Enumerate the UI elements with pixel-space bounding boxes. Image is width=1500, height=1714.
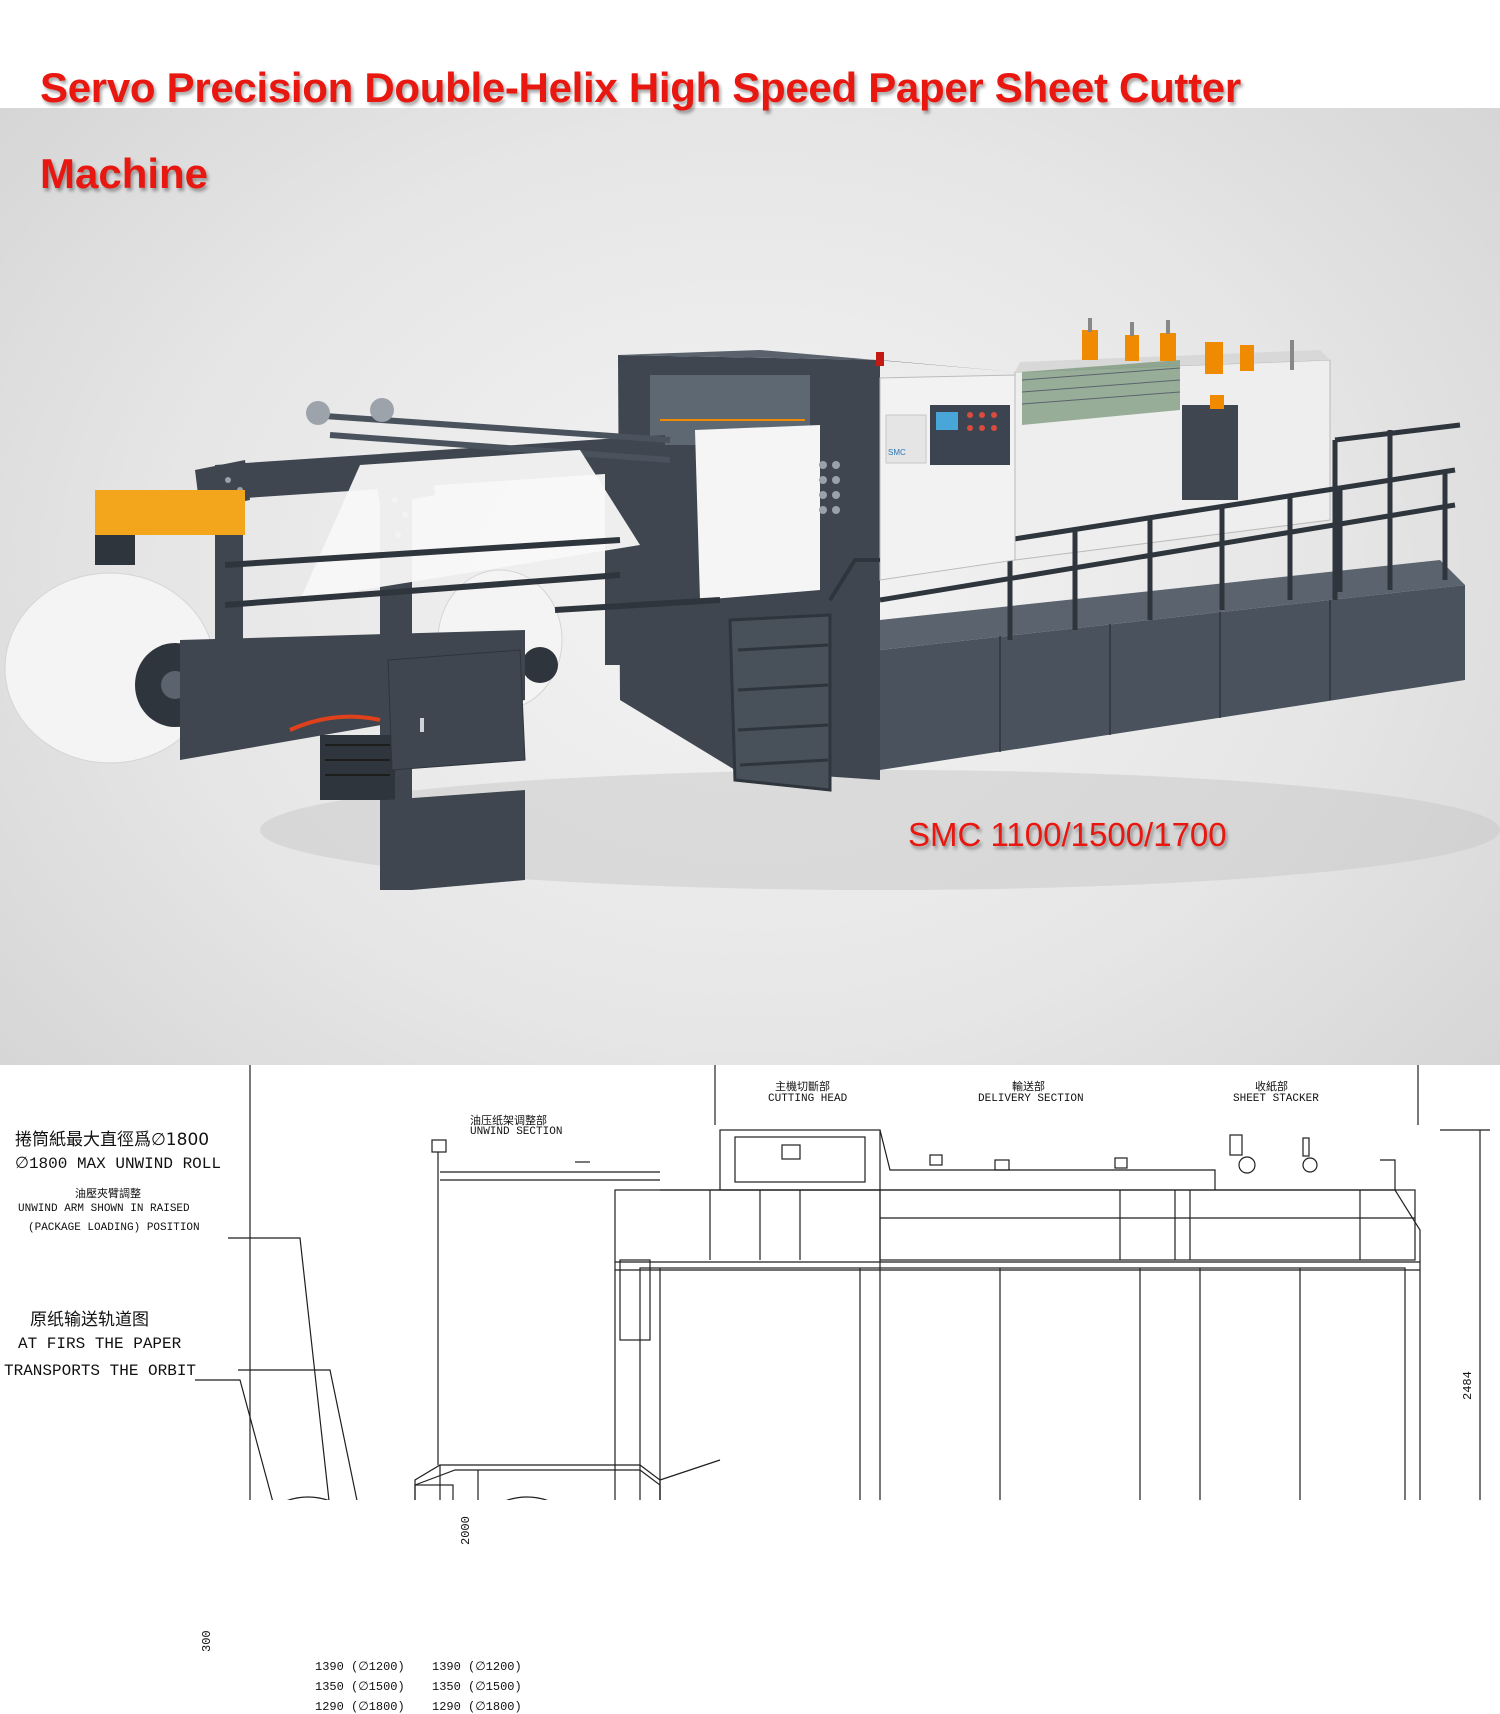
orbit-en-2: TRANSPORTS THE ORBIT (4, 1362, 197, 1380)
floor-shadow (260, 770, 1500, 890)
max-roll-cn: 捲筒紙最大直徑爲∅1800 (15, 1130, 210, 1150)
unwind-section-en: UNWIND SECTION (470, 1126, 563, 1138)
cutting-head-cn: 主機切斷部 (775, 1080, 830, 1093)
unwind-arm-en-2: (PACKAGE LOADING) POSITION (28, 1222, 200, 1234)
unwind-base (380, 790, 525, 890)
dim-2000-label: 2000 (459, 1516, 473, 1545)
panel-buttons (967, 412, 997, 431)
orbit-en-1: AT FIRS THE PAPER (18, 1335, 182, 1353)
delivery-cn: 輸送部 (1012, 1080, 1045, 1093)
paper-web-unwind (300, 450, 640, 600)
drive-motor-box (95, 490, 245, 535)
model-label: SMC 1100/1500/1700 (908, 816, 1227, 853)
platform-seams (999, 600, 1331, 752)
adjuster-posts (1088, 318, 1294, 370)
gear-motors (306, 398, 394, 425)
beacon-lamp (876, 352, 884, 366)
hydraulic-drum (325, 744, 390, 776)
drawing-unwind-frame (414, 1469, 661, 1500)
table-right-row-2: 1350 (∅1500) (432, 1680, 522, 1694)
page-title-line-1: Servo Precision Double-Helix High Speed … (40, 64, 1241, 111)
table-left-row-3: 1290 (∅1800) (315, 1700, 405, 1714)
cabinet-handle (420, 718, 424, 732)
roll-chuck-right (522, 647, 558, 683)
header-strip (0, 0, 1500, 108)
table-left-row-1: 1390 (∅1200) (315, 1660, 405, 1674)
delivery-en: DELIVERY SECTION (978, 1093, 1084, 1105)
roller-shafts (224, 537, 721, 613)
cutting-head-top (618, 350, 1015, 372)
machine-illustration: SMC (4, 318, 1500, 890)
panel-badge: SMC (888, 448, 906, 457)
cutter-side-buttons (819, 461, 840, 514)
max-roll-en: ∅1800 MAX UNWIND ROLL (15, 1155, 221, 1173)
electrical-cabinet (387, 649, 526, 771)
table-right-row-1: 1390 (∅1200) (432, 1660, 522, 1674)
unwind-arm-cn: 油壓夾臂調整 (75, 1187, 141, 1200)
side-panel (885, 414, 927, 464)
table-left-row-2: 1350 (∅1500) (315, 1680, 405, 1694)
conveyor-rails (1021, 367, 1181, 405)
stair-rail (828, 558, 880, 602)
cutting-head-en: CUTTING HEAD (768, 1093, 848, 1105)
hydraulic-hose (289, 714, 381, 732)
orbit-cn: 原纸输送轨道图 (30, 1310, 149, 1330)
dim-height-label: 2484 (1461, 1371, 1475, 1400)
table-right-row-3: 1290 (∅1800) (432, 1700, 522, 1714)
stacker-tower (1182, 405, 1238, 500)
platform-top (880, 560, 1465, 650)
technical-drawing (249, 1065, 1419, 1500)
page-title-line-2: Machine (40, 150, 209, 197)
motor-mount (95, 535, 135, 565)
access-stairs (728, 613, 832, 792)
touch-screen (936, 412, 958, 430)
unwind-section-cn: 油压纸架调整部 (470, 1114, 547, 1127)
platform-base (880, 585, 1465, 770)
top-rails (309, 412, 671, 463)
orange-adjusters (1082, 330, 1254, 409)
stacker-cn: 收紙部 (1255, 1080, 1288, 1093)
stacker-en: SHEET STACKER (1233, 1093, 1319, 1105)
unwind-arm-en-1: UNWIND ARM SHOWN IN RAISED (18, 1203, 190, 1215)
paper-web-cutter (695, 425, 820, 600)
conveyor-belt (1022, 360, 1180, 425)
dim-300-label: 300 (200, 1630, 214, 1652)
